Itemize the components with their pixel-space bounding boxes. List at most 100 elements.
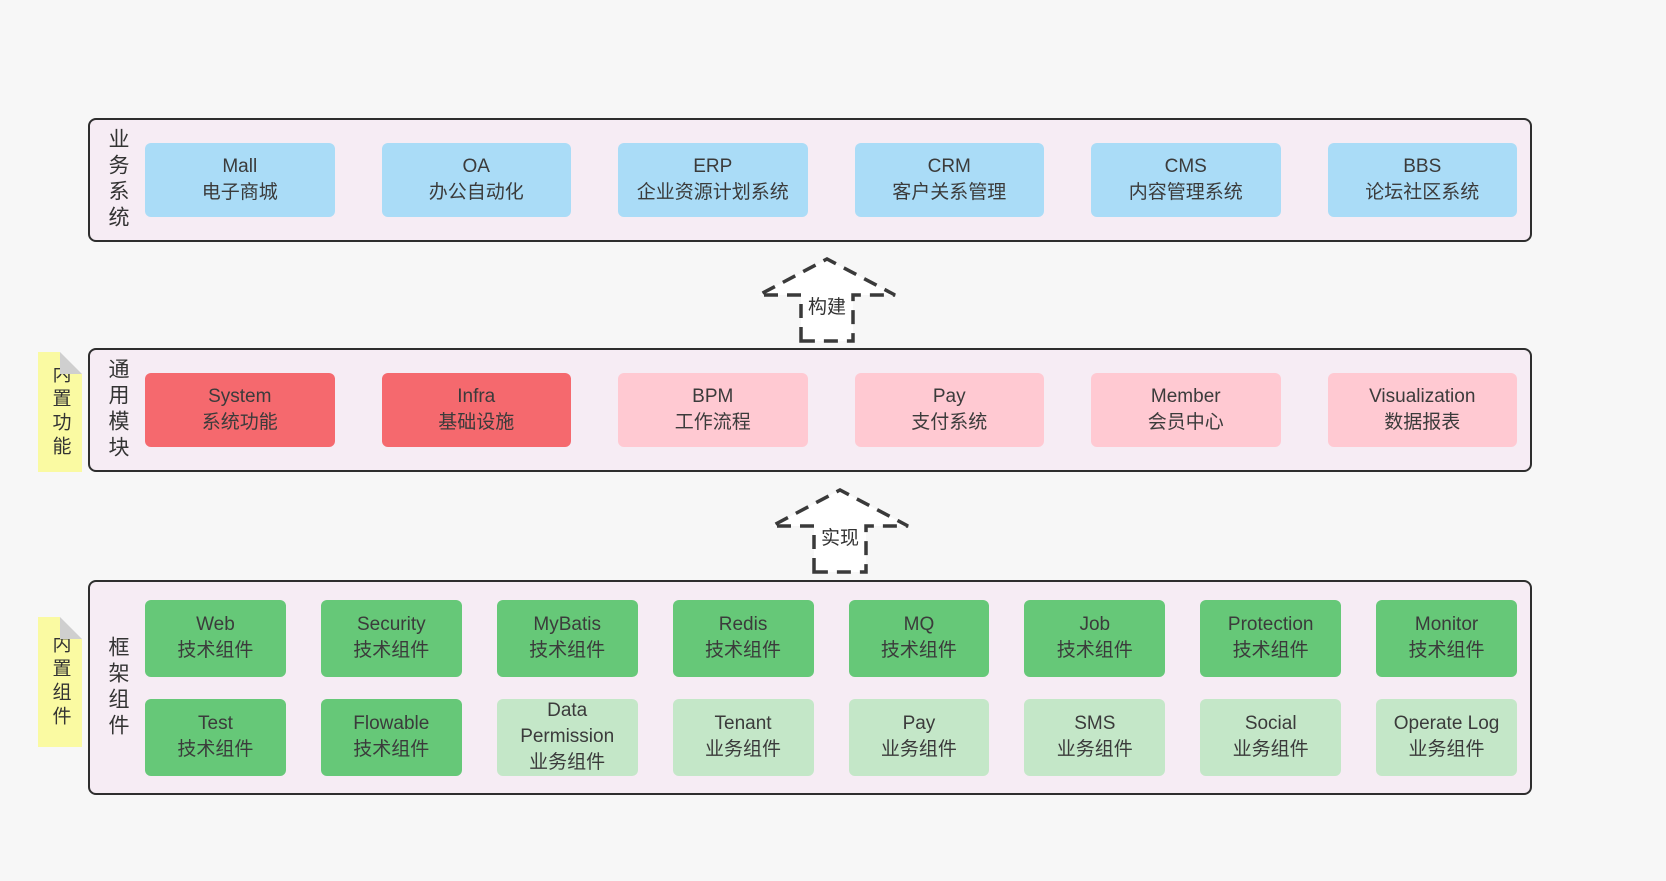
sticky-note-builtin-components: 内置组件 xyxy=(38,617,82,747)
arrow-implement-label: 实现 xyxy=(821,527,859,549)
node-subtitle: 数据报表 xyxy=(1384,412,1461,433)
node-subtitle: 技术组件 xyxy=(1232,640,1309,661)
node-title: System xyxy=(208,386,272,407)
node-subtitle: 业务组件 xyxy=(1408,739,1485,760)
node-mall: Mall 电子商城 xyxy=(145,143,335,217)
node-title: MyBatis xyxy=(533,614,601,635)
folded-corner-icon xyxy=(60,617,82,639)
node-data-permission: Data Permission 业务组件 xyxy=(496,698,638,776)
node-subtitle: 业务组件 xyxy=(880,739,957,760)
node-subtitle: 技术组件 xyxy=(353,739,430,760)
arrow-implement: 实现 xyxy=(770,488,910,574)
arrow-build: 构建 xyxy=(757,257,897,343)
node-title: Data Permission xyxy=(520,700,615,747)
node-mq: MQ 技术组件 xyxy=(848,599,990,677)
node-subtitle: 业务组件 xyxy=(705,739,782,760)
node-title: SMS xyxy=(1074,713,1116,734)
node-protection: Protection 技术组件 xyxy=(1200,599,1342,677)
node-bbs: BBS 论坛社区系统 xyxy=(1327,143,1517,217)
node-title: Test xyxy=(198,713,233,734)
node-subtitle: 论坛社区系统 xyxy=(1365,182,1480,203)
node-subtitle: 系统功能 xyxy=(201,412,278,433)
band-label-common-modules: 通用模块 xyxy=(106,358,129,462)
node-subtitle: 技术组件 xyxy=(177,739,254,760)
node-member: Member 会员中心 xyxy=(1091,373,1281,447)
node-subtitle: 技术组件 xyxy=(177,640,254,661)
node-visualization: Visualization 数据报表 xyxy=(1327,373,1517,447)
node-subtitle: 会员中心 xyxy=(1147,412,1224,433)
node-title: Redis xyxy=(718,614,768,635)
node-title: Pay xyxy=(902,713,936,734)
node-security: Security 技术组件 xyxy=(320,599,462,677)
node-mybatis: MyBatis 技术组件 xyxy=(496,599,638,677)
band-label-framework-components: 框架组件 xyxy=(106,635,129,740)
node-subtitle: 办公自动化 xyxy=(428,182,524,203)
node-title: Mall xyxy=(222,156,258,177)
node-test: Test 技术组件 xyxy=(145,698,286,776)
node-title: ERP xyxy=(693,156,733,177)
node-subtitle: 技术组件 xyxy=(880,640,957,661)
sticky-note-label: 内置功能 xyxy=(49,364,71,460)
node-subtitle: 技术组件 xyxy=(529,640,606,661)
node-title: CMS xyxy=(1164,156,1207,177)
node-title: MQ xyxy=(903,614,935,635)
node-title: Job xyxy=(1079,614,1111,635)
node-bpm: BPM 工作流程 xyxy=(618,373,808,447)
node-subtitle: 业务组件 xyxy=(1232,739,1309,760)
band-label-business-systems: 业务系统 xyxy=(106,128,129,232)
node-pay: Pay 业务组件 xyxy=(848,698,990,776)
node-title: Visualization xyxy=(1369,386,1476,407)
node-subtitle: 技术组件 xyxy=(705,640,782,661)
node-title: Flowable xyxy=(353,713,430,734)
node-cms: CMS 内容管理系统 xyxy=(1091,143,1281,217)
node-subtitle: 业务组件 xyxy=(1056,739,1133,760)
node-title: Member xyxy=(1150,386,1221,407)
node-title: BBS xyxy=(1403,156,1442,177)
node-pay: Pay 支付系统 xyxy=(854,373,1044,447)
node-subtitle: 业务组件 xyxy=(529,752,606,773)
node-redis: Redis 技术组件 xyxy=(672,599,814,677)
node-subtitle: 基础设施 xyxy=(438,412,515,433)
node-title: Security xyxy=(356,614,426,635)
node-subtitle: 技术组件 xyxy=(1056,640,1133,661)
sticky-note-builtin-functions: 内置功能 xyxy=(38,352,82,472)
node-title: CRM xyxy=(927,156,971,177)
node-job: Job 技术组件 xyxy=(1024,599,1166,677)
node-subtitle: 工作流程 xyxy=(674,412,751,433)
node-title: BPM xyxy=(692,386,734,407)
node-subtitle: 技术组件 xyxy=(353,640,430,661)
up-arrow-icon: 实现 xyxy=(771,488,909,574)
node-tenant: Tenant 业务组件 xyxy=(672,698,814,776)
node-flowable: Flowable 技术组件 xyxy=(320,698,462,776)
node-system: System 系统功能 xyxy=(145,373,335,447)
up-arrow-icon: 构建 xyxy=(758,257,896,343)
node-subtitle: 支付系统 xyxy=(911,412,988,433)
node-title: Monitor xyxy=(1414,614,1479,635)
node-title: Pay xyxy=(932,386,966,407)
node-title: Social xyxy=(1244,713,1297,734)
node-title: Tenant xyxy=(714,713,772,734)
arrow-build-label: 构建 xyxy=(808,296,846,318)
node-title: Web xyxy=(196,614,235,635)
node-social: Social 业务组件 xyxy=(1200,698,1342,776)
node-sms: SMS 业务组件 xyxy=(1024,698,1166,776)
node-title: Protection xyxy=(1227,614,1314,635)
node-web: Web 技术组件 xyxy=(145,599,286,677)
node-subtitle: 内容管理系统 xyxy=(1128,182,1243,203)
node-subtitle: 电子商城 xyxy=(201,182,278,203)
